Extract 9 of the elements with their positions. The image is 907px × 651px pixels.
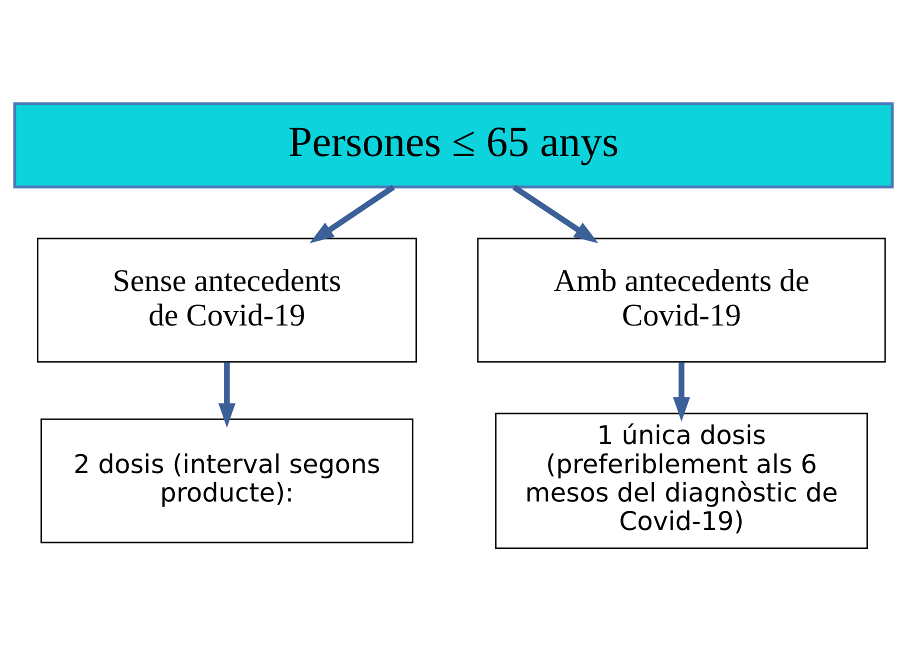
arrow [310,184,395,243]
node-box: 2 dosis (interval segons producte): [40,418,414,543]
arrow [672,362,690,422]
node-box: 1 única dosis (preferiblement als 6 mesos del diagnòstic de Covid-19) [495,412,868,548]
node-box: Sense antecedents de Covid-19 [36,237,417,362]
node-box: Persones ≤ 65 anys [13,102,894,188]
arrow [218,362,236,428]
arrow [512,184,598,243]
node-box: Amb antecedents de Covid-19 [477,237,886,362]
